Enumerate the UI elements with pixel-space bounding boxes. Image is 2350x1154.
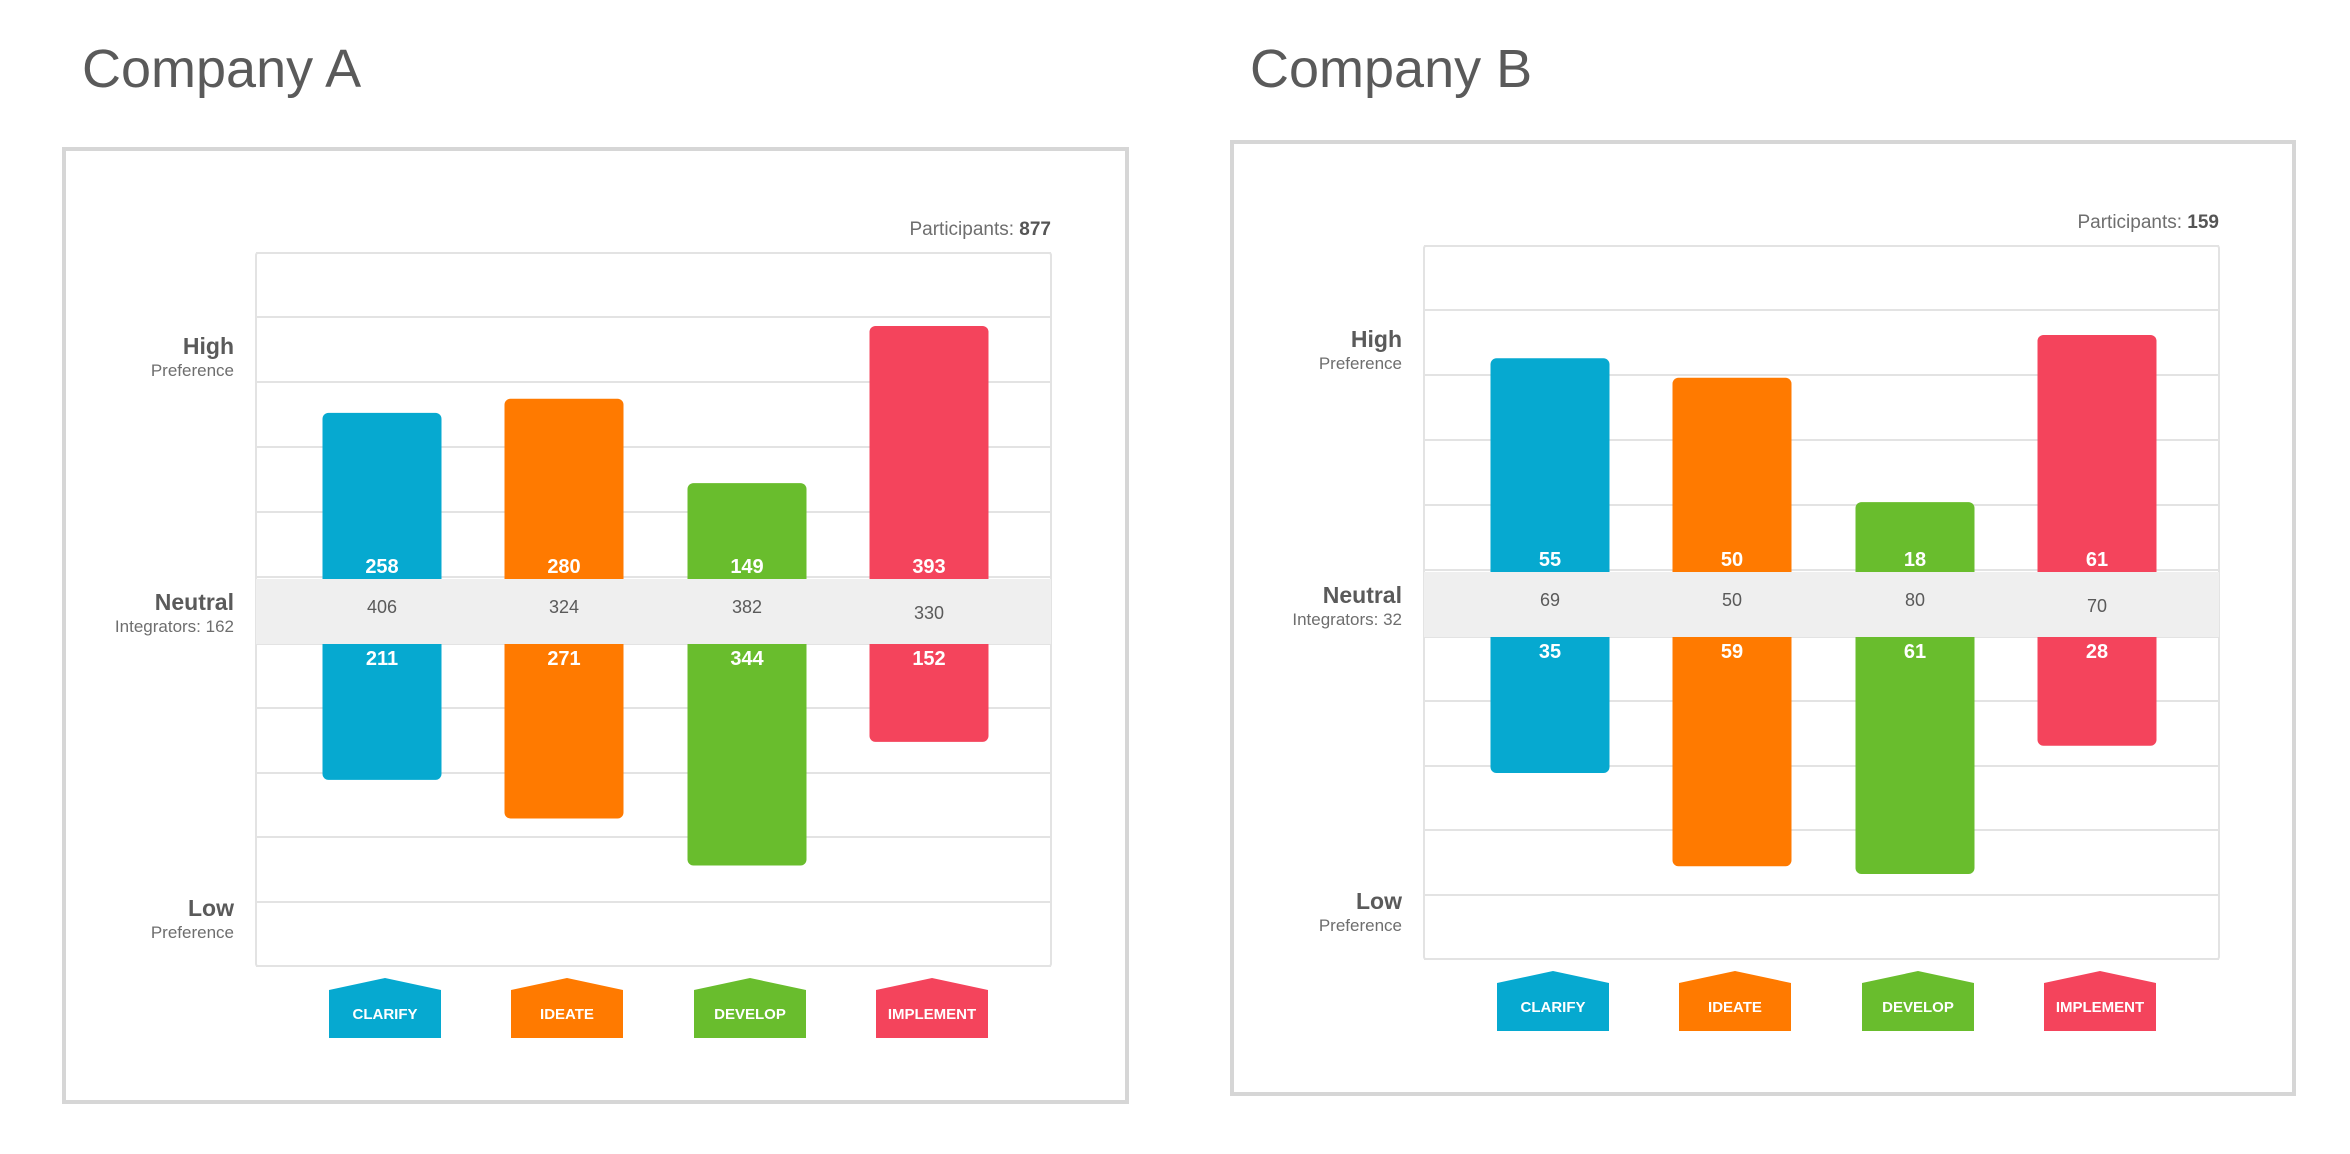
value-neutral-label: 80 bbox=[1905, 590, 1925, 610]
value-low-label: 59 bbox=[1721, 641, 1743, 663]
participants-label: Participants: 877 bbox=[909, 219, 1051, 240]
value-low-label: 271 bbox=[547, 648, 580, 670]
category-tag-implement bbox=[2044, 971, 2156, 1031]
low-label: Low bbox=[188, 895, 234, 921]
value-low-label: 344 bbox=[730, 648, 764, 670]
category-label: CLARIFY bbox=[353, 1006, 418, 1023]
bar-high-ideate bbox=[1672, 377, 1792, 578]
company-b-title: Company B bbox=[1250, 39, 1533, 99]
neutral-band bbox=[256, 579, 1051, 644]
company-a-chart: Participants: 877HighPreferenceNeutralIn… bbox=[115, 219, 1052, 1038]
category-label: CLARIFY bbox=[1521, 999, 1586, 1016]
category-label: DEVELOP bbox=[1882, 999, 1954, 1016]
bar-low-develop bbox=[1855, 631, 1975, 874]
low-label: Low bbox=[1356, 888, 1402, 914]
value-high-label: 50 bbox=[1721, 549, 1743, 571]
bar-high-clarify bbox=[1490, 358, 1610, 578]
category-label: DEVELOP bbox=[714, 1006, 786, 1023]
bar-high-ideate bbox=[504, 398, 624, 585]
bar-low-develop bbox=[687, 638, 807, 866]
value-high-label: 280 bbox=[547, 556, 580, 578]
bar-low-implement bbox=[869, 638, 989, 742]
bar-low-ideate bbox=[1672, 631, 1792, 867]
bar-low-clarify bbox=[1490, 631, 1610, 773]
value-low-label: 28 bbox=[2086, 641, 2108, 663]
category-tag-implement bbox=[876, 978, 988, 1038]
category-tag-clarify bbox=[1497, 971, 1609, 1031]
high-label: High bbox=[1351, 326, 1402, 352]
high-label: High bbox=[183, 333, 234, 359]
value-neutral-label: 324 bbox=[549, 597, 579, 617]
value-neutral-label: 382 bbox=[732, 597, 762, 617]
value-high-label: 149 bbox=[730, 556, 763, 578]
value-high-label: 393 bbox=[912, 556, 945, 578]
integrators-label: Integrators: 162 bbox=[115, 617, 234, 636]
low-sub-label: Preference bbox=[1319, 916, 1402, 935]
category-label: IDEATE bbox=[1708, 999, 1762, 1016]
bar-low-ideate bbox=[504, 638, 624, 819]
category-label: IMPLEMENT bbox=[2056, 999, 2144, 1016]
bar-high-develop bbox=[1855, 502, 1975, 578]
neutral-label: Neutral bbox=[155, 589, 234, 615]
value-neutral-label: 70 bbox=[2087, 596, 2107, 616]
low-sub-label: Preference bbox=[151, 923, 234, 942]
category-label: IMPLEMENT bbox=[888, 1006, 976, 1023]
bar-low-implement bbox=[2037, 631, 2157, 746]
category-tag-ideate bbox=[1679, 971, 1791, 1031]
neutral-label: Neutral bbox=[1323, 582, 1402, 608]
category-tag-develop bbox=[694, 978, 806, 1038]
integrators-label: Integrators: 32 bbox=[1292, 610, 1402, 629]
value-low-label: 152 bbox=[912, 648, 945, 670]
bar-high-develop bbox=[687, 483, 807, 585]
value-neutral-label: 50 bbox=[1722, 590, 1742, 610]
value-high-label: 55 bbox=[1539, 549, 1561, 571]
value-neutral-label: 406 bbox=[367, 597, 397, 617]
category-label: IDEATE bbox=[540, 1006, 594, 1023]
category-tag-clarify bbox=[329, 978, 441, 1038]
neutral-band bbox=[1424, 572, 2219, 637]
bar-low-clarify bbox=[322, 638, 442, 780]
bar-high-clarify bbox=[322, 412, 442, 585]
participants-label: Participants: 159 bbox=[2077, 212, 2219, 233]
high-sub-label: Preference bbox=[1319, 354, 1402, 373]
value-neutral-label: 330 bbox=[914, 603, 944, 623]
value-low-label: 35 bbox=[1539, 641, 1561, 663]
bar-high-implement bbox=[2037, 335, 2157, 578]
value-low-label: 61 bbox=[1904, 641, 1926, 663]
high-sub-label: Preference bbox=[151, 361, 234, 380]
company-a-title: Company A bbox=[82, 39, 362, 99]
company-b-chart: Participants: 159HighPreferenceNeutralIn… bbox=[1292, 212, 2220, 1031]
category-tag-ideate bbox=[511, 978, 623, 1038]
value-low-label: 211 bbox=[366, 648, 398, 670]
value-neutral-label: 69 bbox=[1540, 590, 1560, 610]
bar-high-implement bbox=[869, 326, 989, 585]
value-high-label: 18 bbox=[1904, 549, 1926, 571]
value-high-label: 258 bbox=[365, 556, 398, 578]
value-high-label: 61 bbox=[2086, 549, 2108, 571]
category-tag-develop bbox=[1862, 971, 1974, 1031]
